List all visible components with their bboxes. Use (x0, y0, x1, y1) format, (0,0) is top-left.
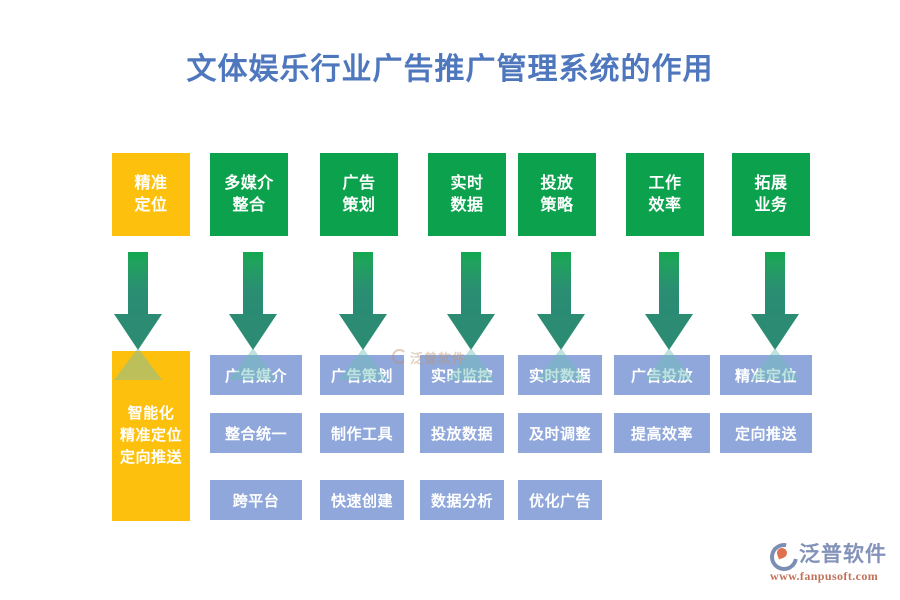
top-box-6: 工作效率 (626, 153, 704, 236)
top-box-1: 精准定位 (112, 153, 190, 236)
fanpu-logo-icon (764, 537, 804, 577)
summary-panel: 智能化 精准定位 定向推送 (112, 351, 190, 521)
down-arrow-6-icon (645, 252, 693, 350)
top-box-4: 实时数据 (428, 153, 506, 236)
brand-name: 泛普软件 (799, 543, 887, 566)
top-box-4-line-2: 数据 (450, 196, 484, 214)
detail-cell-c1-r2: 整合统一 (210, 413, 302, 453)
top-box-5: 投放策略 (518, 153, 596, 236)
detail-cell-c3-r3: 数据分析 (420, 480, 504, 520)
top-box-7-line-2: 业务 (754, 196, 788, 214)
summary-line-2: 精准定位 (119, 427, 182, 445)
down-arrow-5-icon (537, 252, 585, 350)
down-arrow-3-icon (339, 252, 387, 350)
detail-cell-c1-r1: 广告媒介 (210, 355, 302, 395)
detail-cell-c6-r1: 精准定位 (720, 355, 812, 395)
page-title: 文体娱乐行业广告推广管理系统的作用 (186, 53, 714, 86)
detail-cell-c6-r2: 定向推送 (720, 413, 812, 453)
top-box-5-line-2: 策略 (540, 196, 574, 214)
top-box-3: 广告策划 (320, 153, 398, 236)
top-box-6-line-1: 工作 (648, 175, 682, 193)
detail-cell-c2-r1: 广告策划 (320, 355, 404, 395)
top-box-3-line-2: 策划 (342, 196, 376, 214)
summary-line-3: 定向推送 (119, 448, 182, 466)
top-box-7: 拓展业务 (732, 153, 810, 236)
top-box-7-line-1: 拓展 (754, 175, 788, 193)
detail-cell-c4-r2: 及时调整 (518, 413, 602, 453)
detail-cell-c2-r2: 制作工具 (320, 413, 404, 453)
top-box-1-line-2: 定位 (134, 196, 168, 214)
detail-cell-c5-r2: 提高效率 (614, 413, 710, 453)
top-box-1-line-1: 精准 (134, 175, 168, 193)
summary-line-1: 智能化 (127, 405, 175, 423)
detail-cell-c2-r3: 快速创建 (320, 480, 404, 520)
brand-row: 泛普软件 (764, 537, 887, 577)
top-box-2-line-2: 整合 (232, 196, 266, 214)
detail-cell-c4-r3: 优化广告 (518, 480, 602, 520)
brand-logo: 泛普软件 www.fanpusoft.com (764, 537, 887, 584)
detail-cell-c4-r1: 实时数据 (518, 355, 602, 395)
detail-cell-c3-r1: 实时监控 (420, 355, 504, 395)
detail-cell-c3-r2: 投放数据 (420, 413, 504, 453)
down-arrow-2-icon (229, 252, 277, 350)
top-box-3-line-1: 广告 (342, 175, 376, 193)
top-box-2-line-1: 多媒介 (224, 175, 274, 193)
detail-cell-c1-r3: 跨平台 (210, 480, 302, 520)
top-box-4-line-1: 实时 (450, 175, 484, 193)
brand-url: www.fanpusoft.com (770, 569, 879, 583)
top-box-6-line-2: 效率 (648, 196, 682, 214)
top-box-2: 多媒介整合 (210, 153, 288, 236)
detail-cell-c5-r1: 广告投放 (614, 355, 710, 395)
down-arrow-7-icon (751, 252, 799, 350)
down-arrow-1-icon (114, 252, 162, 350)
top-box-5-line-1: 投放 (540, 175, 574, 193)
down-arrow-4-icon (447, 252, 495, 350)
